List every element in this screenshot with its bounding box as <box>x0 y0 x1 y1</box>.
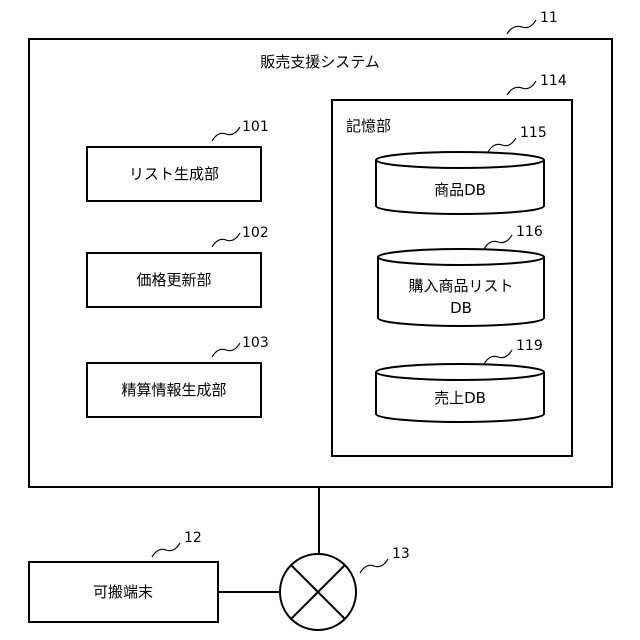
module-label-checkout-info: 精算情報生成部 <box>121 381 226 399</box>
network-node-icon <box>280 554 356 630</box>
system-leader-line <box>507 20 536 34</box>
db-label-purchase-list-line2: DB <box>450 299 472 317</box>
db-ref-115: 115 <box>520 125 547 141</box>
db-label-sales: 売上DB <box>434 389 486 407</box>
db-label-product: 商品DB <box>434 181 486 199</box>
storage-ref: 114 <box>540 73 567 89</box>
module-label-price-updater: 価格更新部 <box>136 271 211 289</box>
db-ref-116: 116 <box>516 224 543 240</box>
terminal-label: 可搬端末 <box>93 583 153 601</box>
module-ref-102: 102 <box>242 225 269 241</box>
module-ref-101: 101 <box>242 119 269 135</box>
db-ref-119: 119 <box>516 338 543 354</box>
terminal-ref: 12 <box>184 530 202 546</box>
network-leader-line <box>360 559 388 573</box>
system-title: 販売支援システム <box>260 53 380 71</box>
db-label-purchase-list-line1: 購入商品リスト <box>408 277 513 295</box>
terminal-leader-line <box>152 543 180 557</box>
module-label-list-generator: リスト生成部 <box>129 165 219 183</box>
storage-title: 記憶部 <box>346 117 391 135</box>
module-ref-103: 103 <box>242 335 269 351</box>
system-ref: 11 <box>540 10 558 26</box>
network-ref: 13 <box>392 546 410 562</box>
